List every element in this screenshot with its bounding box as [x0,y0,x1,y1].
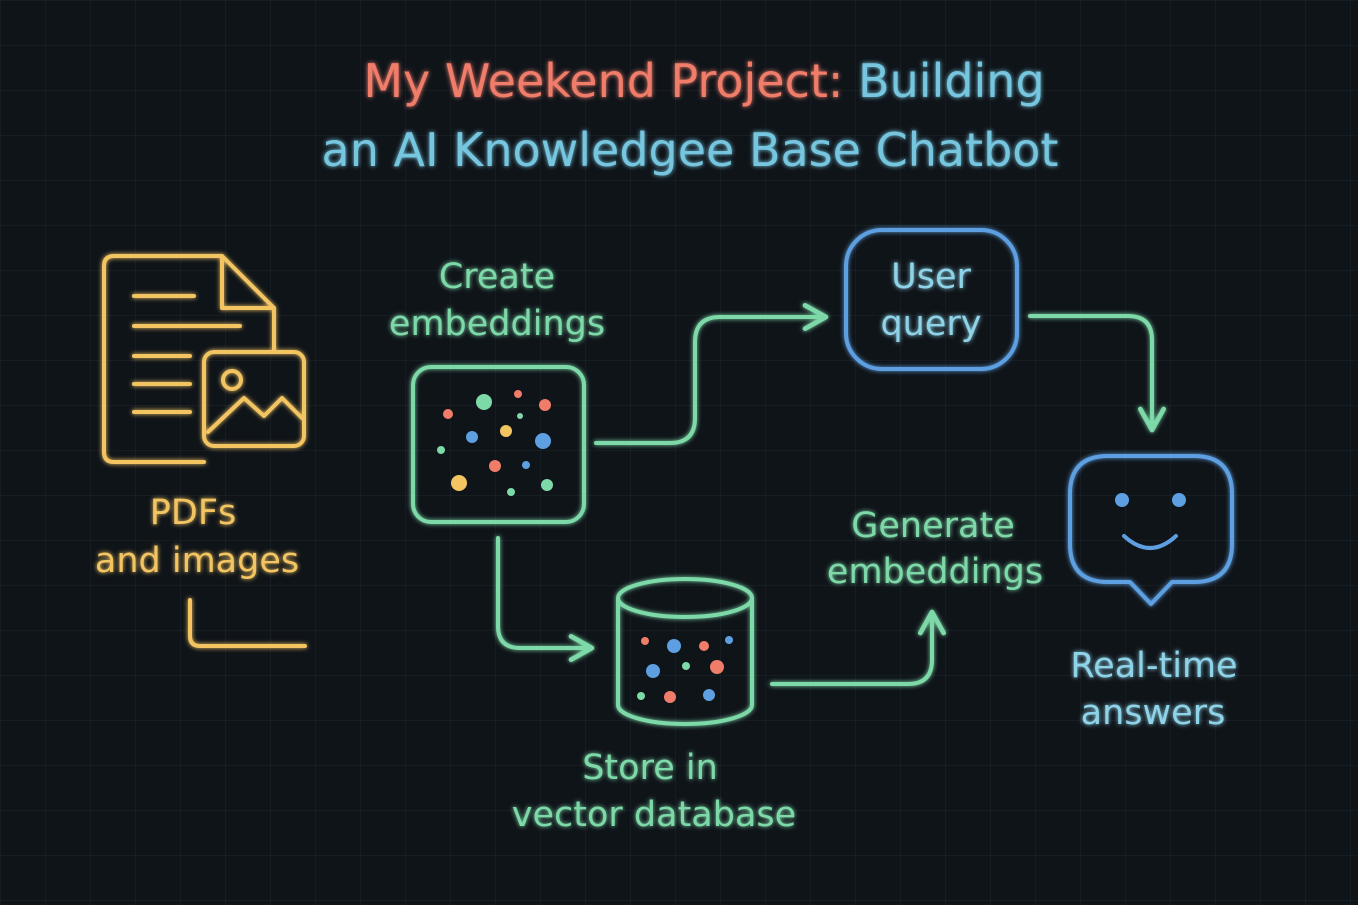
answers-label-line1: Real-time [1070,646,1237,686]
create-label-line1: Create [439,257,555,297]
create-label-line2: embeddings [389,304,605,344]
store-label-line2: vector database [512,795,796,835]
query-label-line2: query [880,304,981,344]
smiley-chat-bubble-icon [1068,454,1234,606]
answers-label-line2: answers [1081,693,1226,733]
diagram-title-part2: Building [858,54,1045,108]
arrow-query-to-answers [1028,314,1166,433]
database-cylinder-icon [616,577,754,726]
document-with-image-icon [102,254,306,464]
diagram-title-line2: an AI Knowledgee Base Chatbot [322,123,1059,177]
user-query-box [844,228,1019,371]
documents-label-line1: PDFs [150,493,236,533]
query-label-line1: User [891,257,971,297]
arrow-store-to-generate [770,609,946,686]
documents-underline-connector [188,598,307,648]
diagram-title-part1: My Weekend Project: [363,54,858,108]
store-label-line1: Store in [582,748,718,788]
documents-label-line2: and images [95,541,299,581]
arrow-create-to-query [594,303,829,445]
embedding-dots-box-icon [411,365,586,524]
generate-label-line2: embeddings [827,552,1043,592]
generate-label-line1: Generate [851,506,1014,546]
diagram-title-line1: My Weekend Project: Building [363,54,1044,108]
arrow-create-to-store [496,536,595,662]
